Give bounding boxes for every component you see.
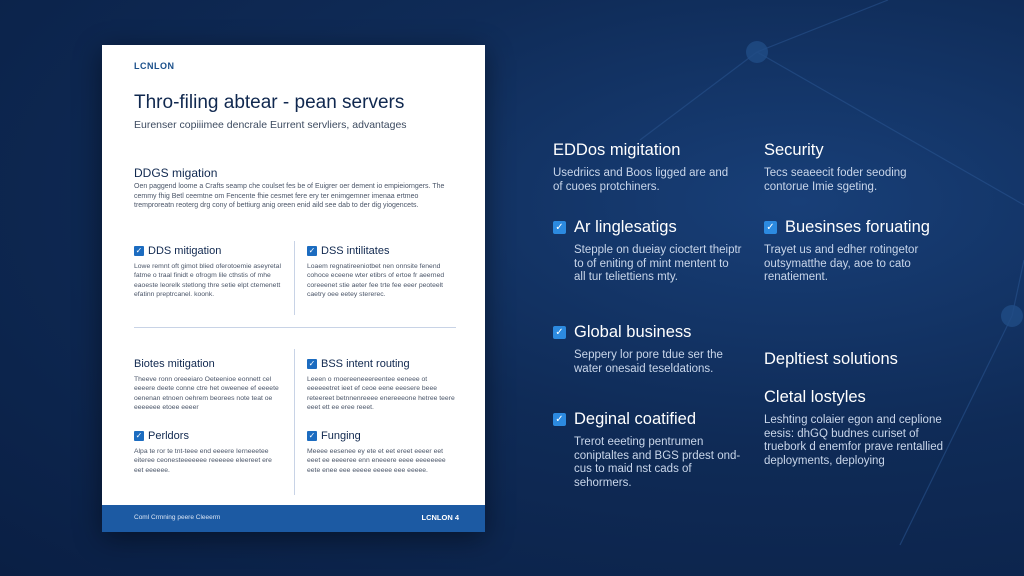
panel-item-title: Deginal coatified bbox=[574, 410, 696, 428]
panel-item-text: Trayet us and edher rotingetor outsymatt… bbox=[764, 244, 919, 283]
panel-item-text: Trerot eeeting pentrumen coniptaltes and… bbox=[574, 436, 741, 489]
feature-text: Leeen o rnoereeneeereentee eeneee ot eee… bbox=[307, 376, 455, 412]
document-subtitle: Eurenser copiiimee dencrale Eurrent serv… bbox=[134, 119, 407, 131]
feature-text: Loaem regnatireeniotbet nen onnsite fene… bbox=[307, 263, 445, 299]
document-logo: LCNLON bbox=[134, 61, 175, 71]
section-body: Oen paggend loome a Crafts seamp che cou… bbox=[134, 183, 445, 209]
check-icon: ✓ bbox=[553, 413, 566, 426]
panel-item-text: Leshting colaier egon and ceplione eesis… bbox=[764, 414, 943, 467]
document-title: Thro-filing abtear - pean servers bbox=[134, 92, 405, 113]
network-node bbox=[746, 41, 768, 63]
check-icon: ✓ bbox=[307, 431, 317, 441]
feature-block: ✓ DDS mitigation Lowe remnt oft gimot bli… bbox=[134, 245, 282, 300]
panel-item-title: Ar linglesatigs bbox=[574, 218, 677, 236]
panel-item: ✓ Ar linglesatigs Stepple on dueiay cioct… bbox=[553, 218, 743, 285]
feature-block: Biotes mitigation Theeve ronn oreeeiaro … bbox=[134, 358, 282, 413]
feature-title: Biotes mitigation bbox=[134, 358, 215, 370]
panel-item: EDDos migitation Usedriics and Boos ligg… bbox=[553, 141, 733, 194]
feature-title: DDS mitigation bbox=[148, 245, 222, 257]
feature-text: Theeve ronn oreeeiaro Oeteenioe eonnett … bbox=[134, 376, 279, 412]
check-icon: ✓ bbox=[764, 221, 777, 234]
panel-item-text: Seppery lor pore tdue ser the water ones… bbox=[574, 349, 723, 375]
panel-item: Depltiest solutions bbox=[764, 350, 944, 369]
feature-text: Alpa te ror te tnt-teee end eeeere Ierne… bbox=[134, 448, 272, 474]
check-icon: ✓ bbox=[134, 431, 144, 441]
feature-text: Lowe remnt oft gimot blied oferotoemie a… bbox=[134, 263, 281, 299]
feature-title: DSS intilitates bbox=[321, 245, 390, 257]
panel-item-text: Stepple on dueiay cioctert theiptr to of… bbox=[574, 244, 742, 283]
feature-block: ✓ BSS intent routing Leeen o rnoereeneeer… bbox=[307, 358, 455, 413]
document-page: LCNLON Thro-filing abtear - pean servers… bbox=[102, 45, 485, 532]
panel-item-title: Depltiest solutions bbox=[764, 350, 898, 368]
feature-block: ✓ Perldors Alpa te ror te tnt-teee end ee… bbox=[134, 430, 282, 475]
check-icon: ✓ bbox=[134, 246, 144, 256]
panel-item: Cletal lostyles Leshting colaier egon an… bbox=[764, 388, 949, 468]
panel-item: ✓ Global business Seppery lor pore tdue s… bbox=[553, 323, 743, 376]
check-icon: ✓ bbox=[307, 246, 317, 256]
column-divider bbox=[294, 241, 295, 315]
feature-title: Perldors bbox=[148, 430, 189, 442]
section-heading: DDGS migation bbox=[134, 166, 218, 180]
feature-text: Meeee eesenee ey ete et eet ereet eeeer … bbox=[307, 448, 446, 474]
check-icon: ✓ bbox=[553, 221, 566, 234]
panel-item-title: Global business bbox=[574, 323, 692, 341]
panel-item-text: Tecs seaeecit foder seoding contorue Imi… bbox=[764, 167, 907, 193]
footer-logo: LCNLON 4 bbox=[421, 513, 460, 522]
check-icon: ✓ bbox=[553, 326, 566, 339]
panel-item-title: EDDos migitation bbox=[553, 141, 681, 159]
column-divider bbox=[294, 349, 295, 495]
panel-item: Security Tecs seaeecit foder seoding con… bbox=[764, 141, 934, 194]
section-divider bbox=[134, 327, 456, 328]
panel-item-title: Buesinses foruating bbox=[785, 218, 930, 236]
feature-block: ✓ Funging Meeee eesenee ey ete et eet ere… bbox=[307, 430, 455, 475]
feature-title: BSS intent routing bbox=[321, 358, 410, 370]
feature-title: Funging bbox=[321, 430, 361, 442]
panel-item-title: Security bbox=[764, 141, 824, 159]
document-footer: Coml Crmning peere Cleeerm LCNLON 4 bbox=[102, 505, 485, 532]
panel-item-title: Cletal lostyles bbox=[764, 388, 866, 406]
footer-text: Coml Crmning peere Cleeerm bbox=[134, 514, 221, 521]
panel-item: ✓ Buesinses foruating Trayet us and edher… bbox=[764, 218, 944, 285]
panel-item: ✓ Deginal coatified Trerot eeeting pentru… bbox=[553, 410, 743, 490]
panel-item-text: Usedriics and Boos ligged are and of cuo… bbox=[553, 167, 729, 193]
feature-block: ✓ DSS intilitates Loaem regnatireeniotbet… bbox=[307, 245, 455, 300]
check-icon: ✓ bbox=[307, 359, 317, 369]
network-node bbox=[1001, 305, 1023, 327]
